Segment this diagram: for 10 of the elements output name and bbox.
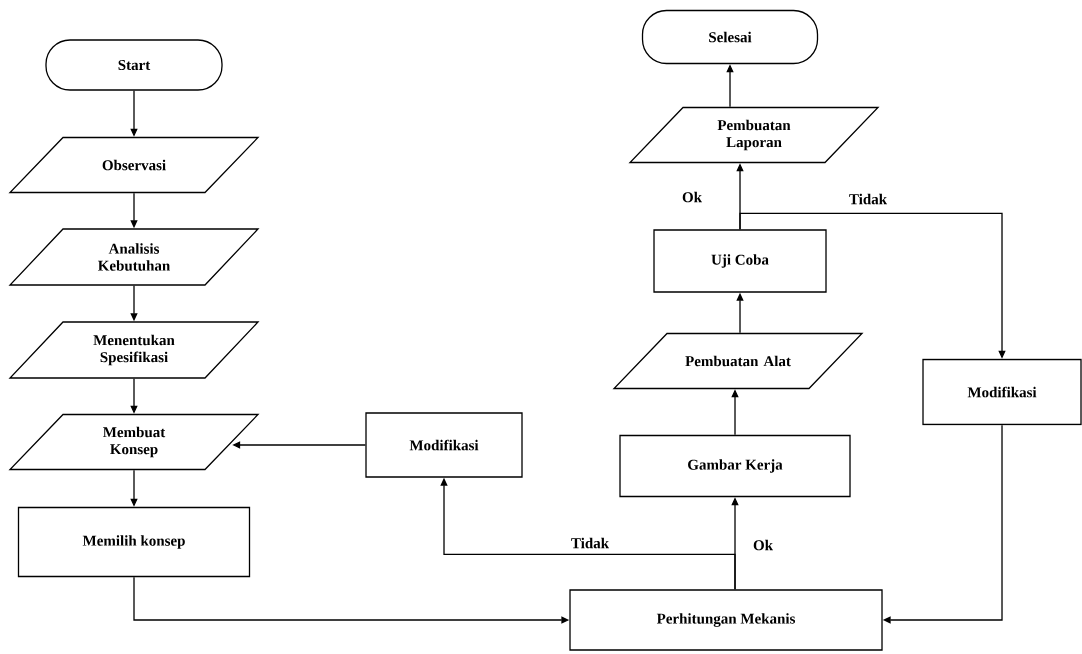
edge-label: Tidak [847, 192, 889, 206]
process-box: Modifikasi [922, 358, 1082, 426]
process-box: Memilih konsep [17, 506, 251, 578]
edge-label: Tidak [569, 536, 611, 550]
process-box: Perhitungan Mekanis [569, 589, 883, 651]
edge-label: Ok [681, 190, 703, 204]
edge-label: Ok [752, 538, 774, 552]
process-box: Modifikasi [365, 412, 523, 478]
process-box: Gambar Kerja [619, 434, 851, 498]
process-box: Uji Coba [653, 229, 827, 293]
